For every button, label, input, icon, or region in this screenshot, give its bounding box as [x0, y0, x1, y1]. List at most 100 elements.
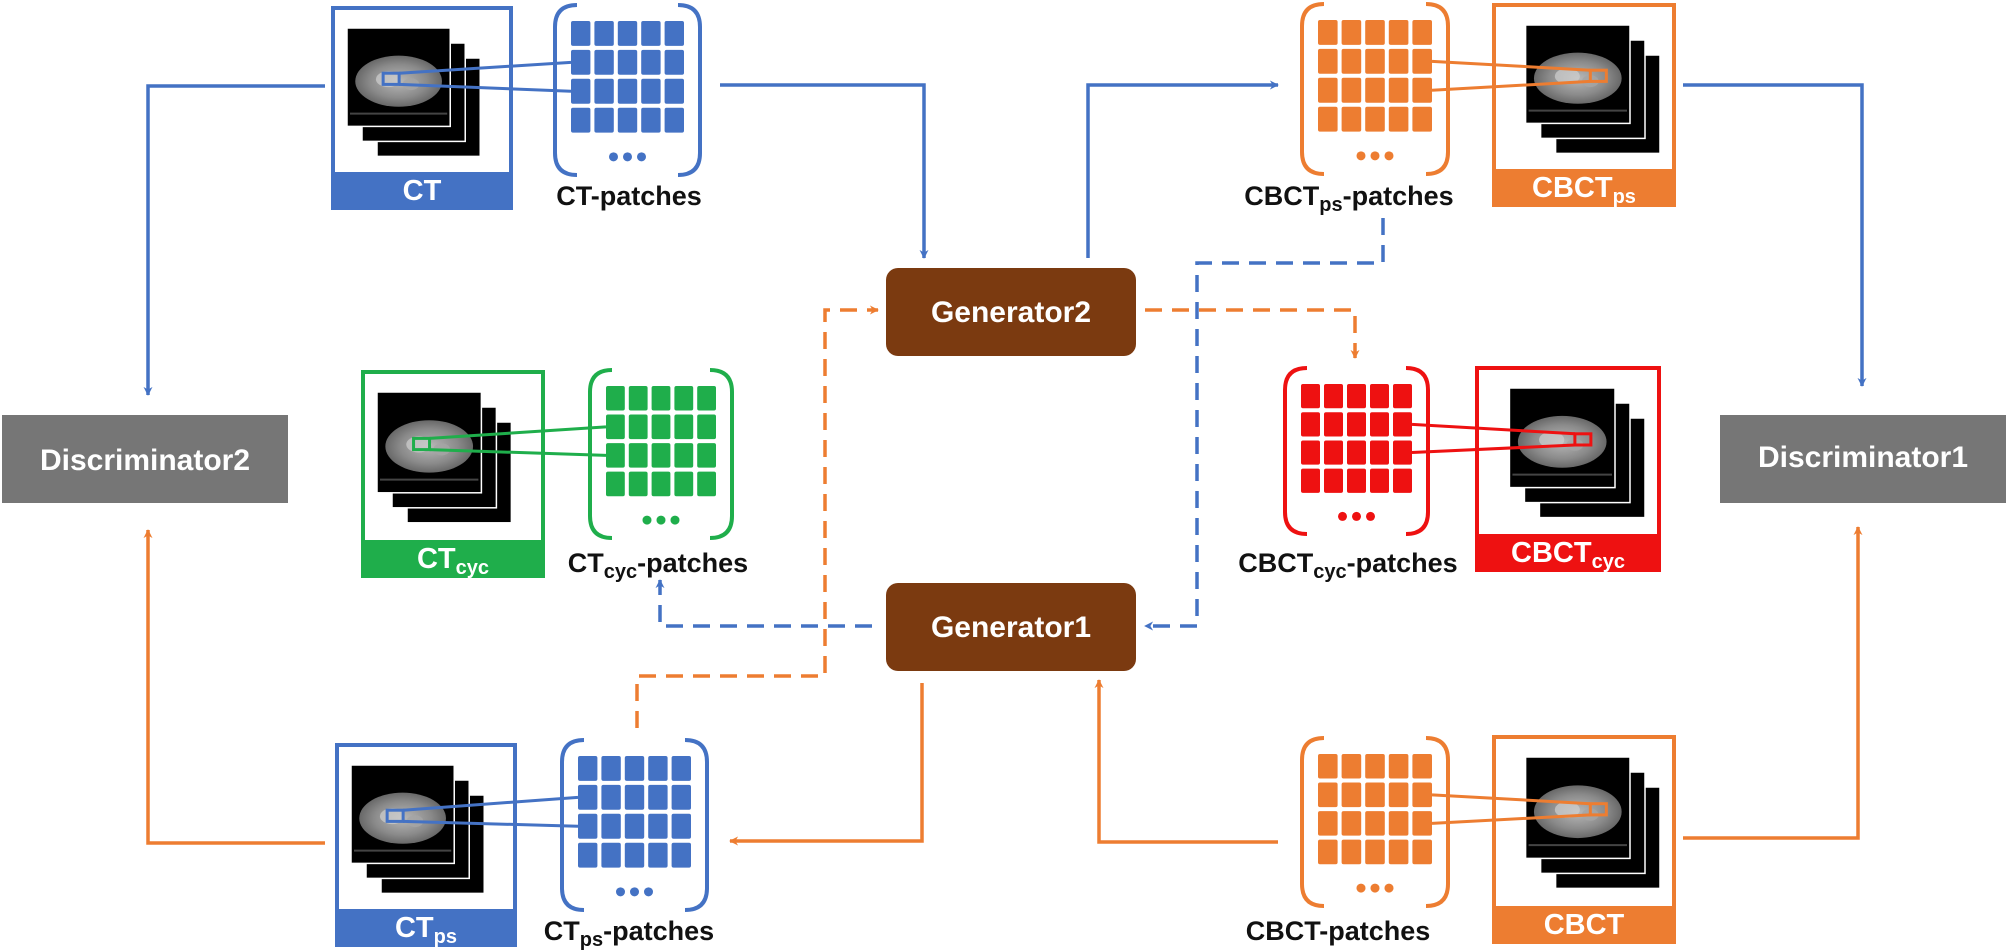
patch-tile: [1388, 77, 1409, 103]
patch-tile: [697, 414, 716, 440]
patch-tile: [648, 813, 668, 839]
patch-highlight: [381, 71, 401, 86]
patch-tile: [1301, 440, 1320, 465]
patch-tile: [664, 49, 684, 75]
arrow-ct-to-discriminator2: [143, 84, 325, 396]
zoom-line: [1431, 813, 1591, 825]
image-ctps: CTps: [335, 743, 517, 948]
arrow-cbctps-to-discriminator1: [1683, 83, 1867, 387]
zoom-line: [429, 448, 607, 457]
patch-tile: [594, 78, 614, 104]
caption-cbct-patches: CBCT-patches: [1246, 916, 1431, 946]
zoom-line: [403, 795, 579, 812]
arrow-cbct-to-discriminator1: [1683, 526, 1863, 840]
arrow-generator2-to-cbctcyc-patches: [1145, 308, 1360, 359]
ellipsis-dot: [1366, 511, 1375, 521]
arrow-cbct-patches-to-generator1: [1094, 679, 1278, 844]
caption-cbctcyc-patches: CBCTcyc-patches: [1238, 548, 1457, 583]
patch-tile: [594, 21, 614, 46]
patch-highlight: [412, 436, 432, 452]
image-ct-label: CT: [403, 175, 442, 207]
image-label-bar: [1477, 534, 1659, 570]
patch-tile: [578, 756, 598, 781]
patch-tile: [1341, 754, 1362, 779]
discriminator1-label: Discriminator1: [1758, 441, 1968, 474]
patch-tile: [1393, 412, 1412, 437]
patch-tile: [641, 21, 661, 46]
patch-tile: [578, 842, 598, 868]
arrow-generator2-to-cbctps-patches: [1086, 80, 1279, 258]
patch-tile: [1341, 20, 1362, 45]
patch-tile: [1365, 48, 1385, 74]
patch-tile: [1388, 811, 1409, 836]
patch-tile: [1388, 20, 1409, 45]
patch-tile: [1365, 839, 1385, 865]
patch-tile: [1412, 754, 1432, 779]
patch-tile: [606, 443, 625, 468]
patch-tile: [601, 842, 621, 868]
patch-tile: [674, 471, 694, 497]
patch-tile: [1324, 440, 1343, 465]
patch-highlight: [1588, 68, 1608, 83]
ellipsis-dot: [609, 152, 618, 162]
patch-tile: [628, 414, 648, 440]
patch-tile: [624, 784, 645, 810]
patch-tile: [1318, 811, 1338, 836]
image-cbctcyc: CBCTcyc: [1475, 366, 1661, 573]
patch-tile: [651, 443, 671, 468]
ellipsis-dot: [644, 887, 653, 897]
ellipsis-dot: [616, 887, 625, 897]
patch-tile: [697, 443, 716, 468]
patch-tile: [1341, 77, 1362, 103]
patch-tile: [641, 78, 661, 104]
patch-tile: [1318, 106, 1338, 132]
patch-tile: [571, 78, 591, 104]
ellipsis-dot: [656, 515, 666, 525]
arrow-generator1-to-ctcyc-patches: [655, 579, 872, 628]
patch-tile: [1324, 412, 1343, 437]
ellipsis-dot: [630, 887, 639, 897]
zoom-line: [403, 819, 579, 828]
patch-tile: [664, 107, 684, 133]
patch-highlight: [385, 808, 405, 823]
scan-bone: [1554, 68, 1580, 85]
patch-tile: [1341, 106, 1362, 132]
patch-tile: [651, 414, 671, 440]
discriminator1-box: Discriminator1: [1720, 415, 2006, 503]
patch-tile: [624, 813, 645, 839]
patch-tile: [1365, 782, 1385, 808]
patch-tile: [1341, 839, 1362, 865]
patch-tile: [1370, 384, 1389, 409]
patches-ct: [399, 3, 702, 177]
patch-tile: [571, 49, 591, 75]
zoom-line: [1431, 793, 1591, 806]
ellipsis-dot: [670, 515, 680, 525]
patch-tile: [648, 756, 668, 781]
patch-tile: [1412, 77, 1432, 103]
arrow-ctps-to-discriminator2: [143, 529, 325, 845]
generator1-box: Generator1: [886, 583, 1136, 671]
patch-tile: [1341, 782, 1362, 808]
patch-tile: [1318, 839, 1338, 865]
ellipsis-dot: [1370, 151, 1380, 161]
patch-tile: [664, 78, 684, 104]
patch-tile: [1388, 754, 1409, 779]
caption-ct-patches: CT-patches: [556, 181, 702, 211]
ellipsis-dot: [637, 152, 646, 162]
patch-tile: [671, 756, 691, 781]
patch-tile: [1412, 106, 1432, 132]
patch-tile: [1370, 412, 1389, 437]
image-ctcyc-label: CTcyc: [417, 543, 489, 579]
patch-tile: [1301, 412, 1320, 437]
image-cbctcyc-label: CBCTcyc: [1511, 537, 1625, 573]
patch-tile: [671, 842, 691, 868]
image-cbct: CBCT: [1492, 735, 1676, 944]
image-label-bar: [337, 909, 515, 945]
patch-tile: [617, 21, 638, 46]
patch-tile: [1412, 20, 1432, 45]
patch-tile: [651, 471, 671, 497]
patch-tile: [641, 107, 661, 133]
generator2-box: Generator2: [886, 268, 1136, 356]
patch-tile: [606, 414, 625, 440]
